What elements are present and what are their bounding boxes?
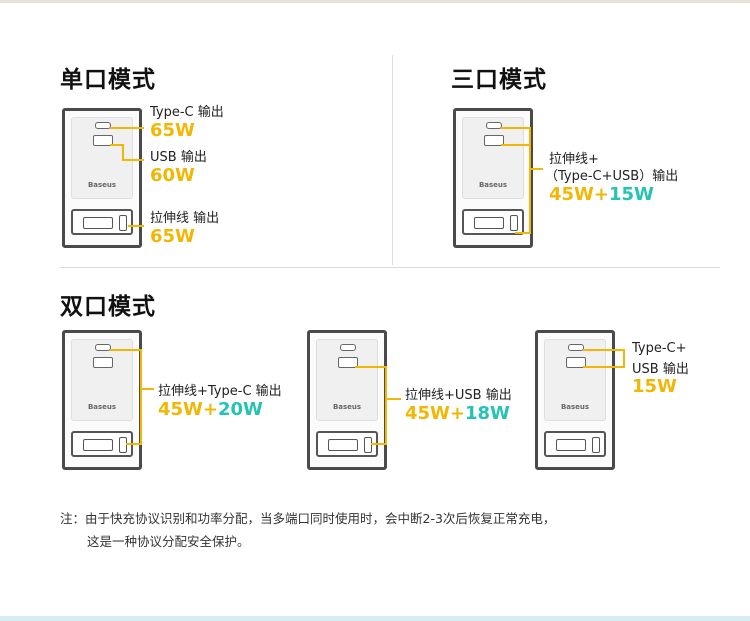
callout-line bbox=[355, 366, 387, 368]
triple-output-power: 45W+15W bbox=[549, 184, 654, 205]
callout-line bbox=[371, 443, 387, 445]
callout-line bbox=[140, 388, 154, 390]
brand-logo: Baseus bbox=[87, 403, 117, 411]
brand-logo: Baseus bbox=[87, 181, 117, 189]
callout-line bbox=[583, 349, 625, 351]
callout-line bbox=[385, 398, 401, 400]
typec-output-label: Type-C 输出 bbox=[150, 105, 224, 120]
callout-line bbox=[128, 225, 144, 227]
callout-line bbox=[529, 127, 531, 234]
cable-output-power: 65W bbox=[150, 226, 195, 247]
brand-logo: Baseus bbox=[560, 403, 590, 411]
callout-line bbox=[140, 349, 142, 445]
dual-typec-usb-label-2: USB 输出 bbox=[632, 362, 689, 377]
brand-logo: Baseus bbox=[478, 181, 508, 189]
horizontal-divider bbox=[60, 267, 720, 268]
callout-line bbox=[529, 168, 543, 170]
callout-line bbox=[501, 144, 531, 146]
triple-port-title: 三口模式 bbox=[451, 67, 547, 93]
callout-line bbox=[110, 349, 142, 351]
dual-typec-usb-power: 15W bbox=[632, 376, 677, 397]
typec-port-icon bbox=[95, 122, 111, 129]
dual-port-title: 双口模式 bbox=[60, 294, 156, 320]
callout-line bbox=[126, 443, 142, 445]
usb-output-label: USB 输出 bbox=[150, 150, 207, 165]
dual-cable-usb-power: 45W+18W bbox=[405, 403, 510, 424]
callout-line bbox=[122, 159, 144, 161]
brand-logo: Baseus bbox=[332, 403, 362, 411]
usb-output-power: 60W bbox=[150, 165, 195, 186]
callout-line bbox=[122, 144, 124, 161]
charger-illustration-triple: Baseus bbox=[453, 108, 533, 248]
typec-output-power: 65W bbox=[150, 120, 195, 141]
callout-line bbox=[385, 366, 387, 445]
charger-illustration-dual-typec-usb: Baseus bbox=[535, 330, 615, 470]
vertical-divider bbox=[392, 55, 393, 265]
single-port-title: 单口模式 bbox=[60, 67, 156, 93]
charger-illustration-single: Baseus bbox=[62, 108, 142, 248]
triple-output-label-1: 拉伸线+ bbox=[549, 152, 599, 167]
footnote: 注：由于快充协议识别和功率分配，当多端口同时使用时，会中断2-3次后恢复正常充电… bbox=[60, 507, 555, 553]
top-divider bbox=[0, 0, 750, 3]
charger-illustration-dual-cable-usb: Baseus bbox=[307, 330, 387, 470]
dual-cable-usb-label: 拉伸线+USB 输出 bbox=[405, 388, 512, 403]
footnote-line-1: 注：由于快充协议识别和功率分配，当多端口同时使用时，会中断2-3次后恢复正常充电… bbox=[60, 511, 556, 526]
callout-line bbox=[110, 127, 144, 129]
callout-line bbox=[515, 232, 531, 234]
bottom-divider bbox=[0, 616, 750, 621]
dual-cable-typec-label: 拉伸线+Type-C 输出 bbox=[158, 384, 282, 399]
triple-output-label-2: （Type-C+USB）输出 bbox=[545, 169, 679, 184]
callout-line bbox=[623, 349, 625, 368]
charger-illustration-dual-cable-typec: Baseus bbox=[62, 330, 142, 470]
dual-cable-typec-power: 45W+20W bbox=[158, 399, 263, 420]
callout-line bbox=[501, 127, 531, 129]
retractable-cable-icon bbox=[71, 209, 133, 235]
callout-line bbox=[110, 144, 124, 146]
callout-line bbox=[583, 366, 625, 368]
footnote-line-2: 这是一种协议分配安全保护。 bbox=[87, 534, 250, 549]
cable-output-label: 拉伸线 输出 bbox=[150, 211, 220, 226]
usb-port-icon bbox=[93, 135, 113, 146]
dual-typec-usb-label-1: Type-C+ bbox=[632, 341, 687, 356]
